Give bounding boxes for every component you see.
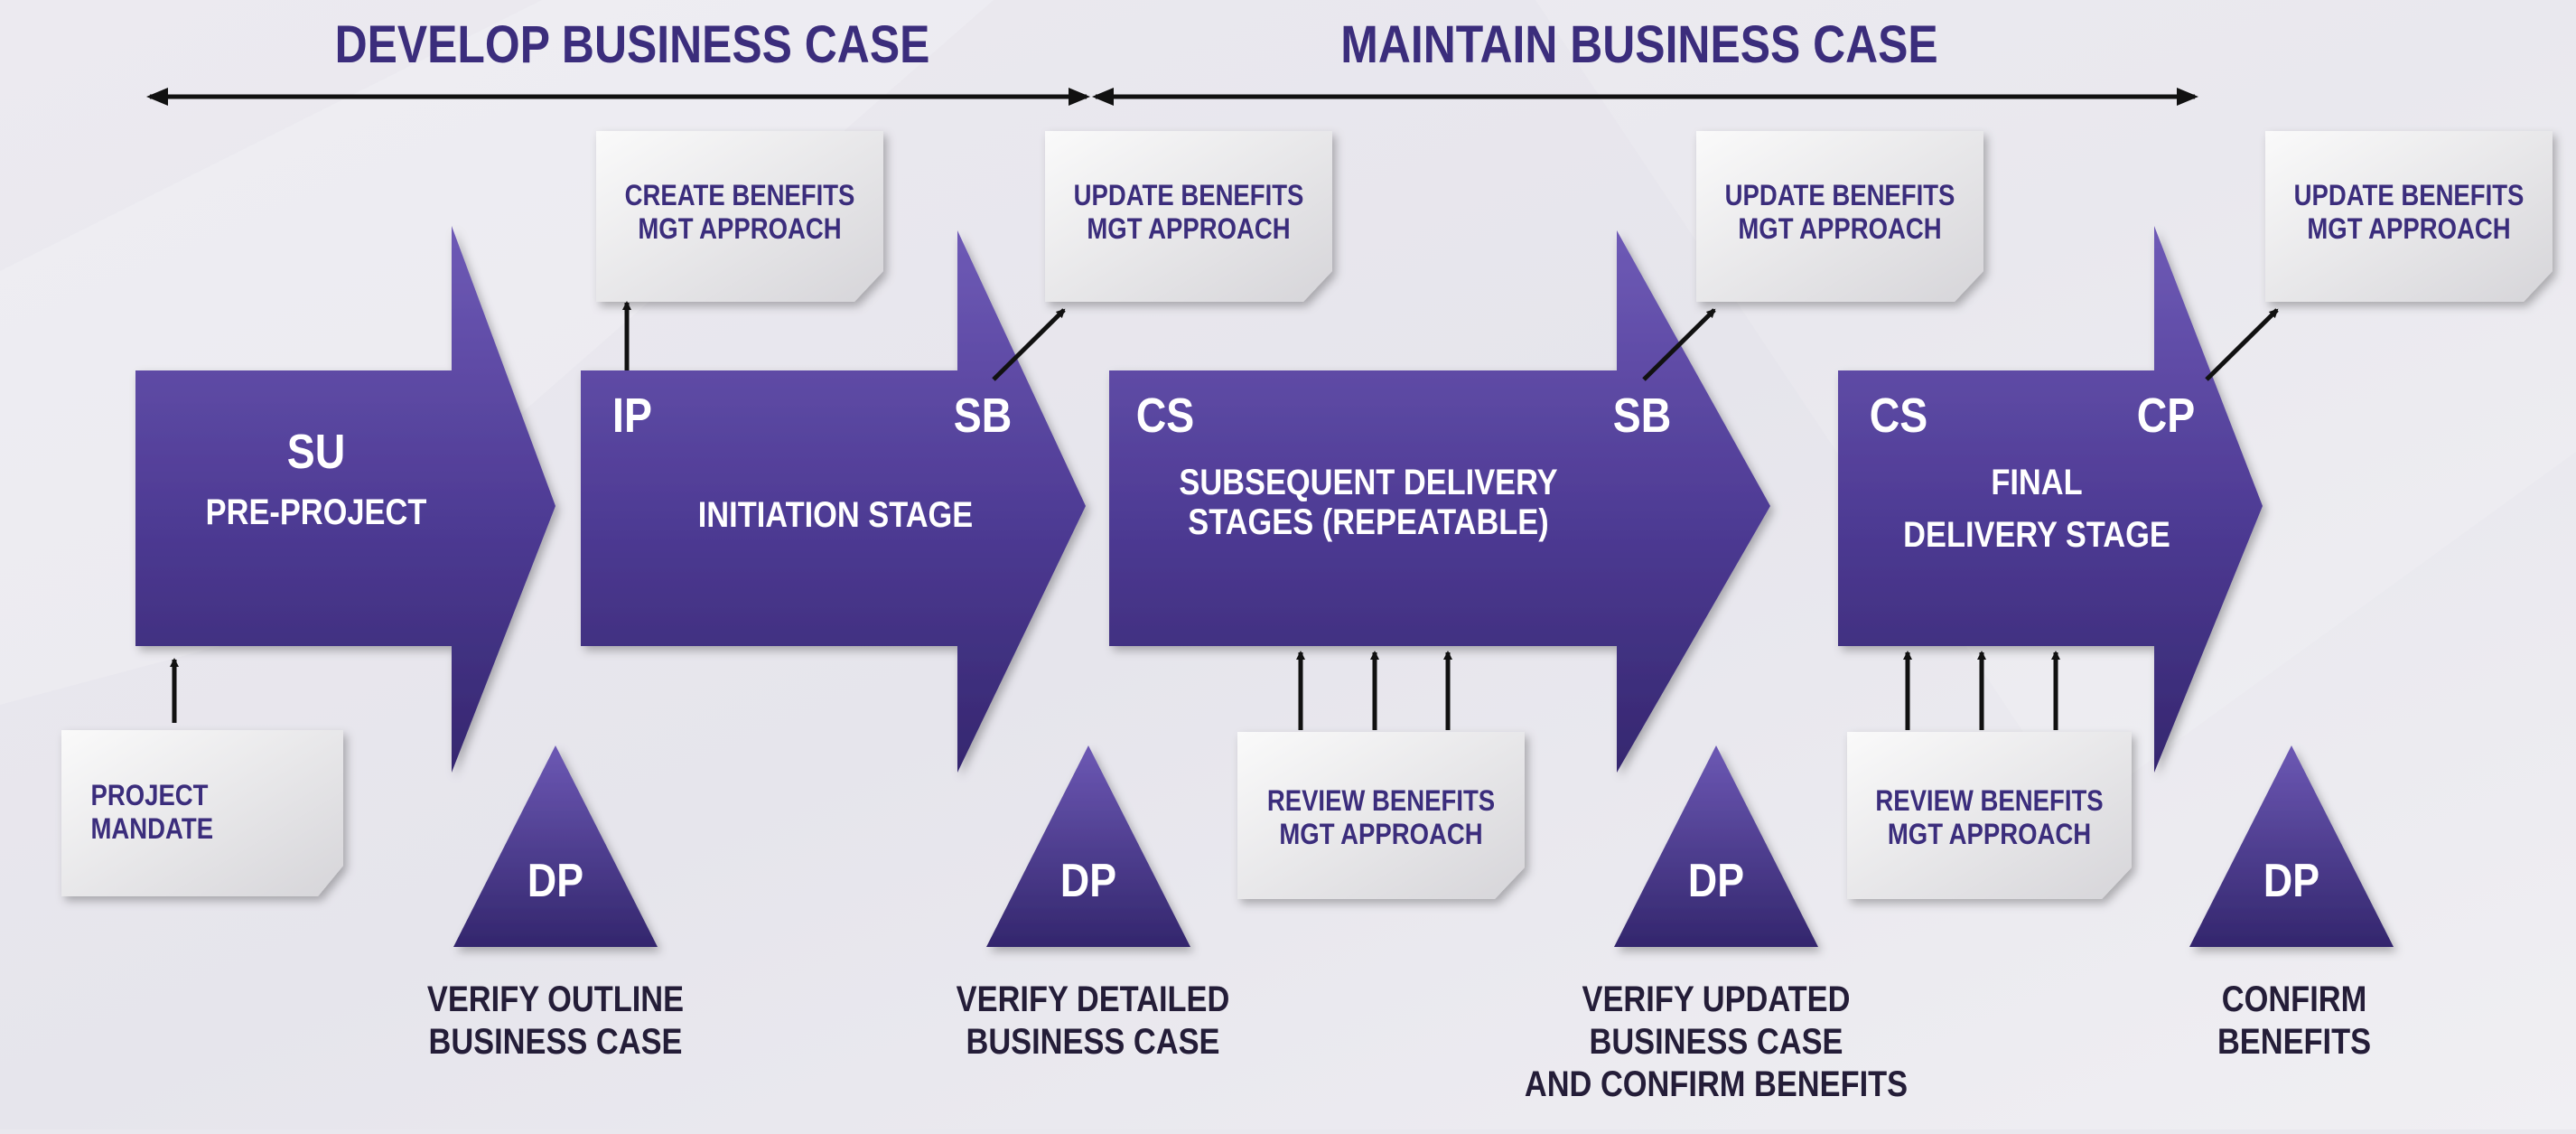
note-review-benefits-1 (1237, 732, 1525, 899)
stage-arrow-initiation (581, 230, 1086, 773)
dp-triangle-4 (2189, 745, 2394, 947)
sb-to-update-arrow-2 (1642, 308, 1716, 381)
stage-arrow-final-delivery (1838, 226, 2263, 773)
stage-name-initiation: INITIATION STAGE (697, 495, 974, 535)
connector-arrows (170, 301, 2279, 730)
dp-label-3: DP (1687, 855, 1745, 907)
dp-triangle-1 (453, 745, 658, 947)
note-create-benefits-text: CREATE BENEFITS MGT APPROACH (624, 179, 855, 245)
develop-business-case-heading: DEVELOP BUSINESS CASE (334, 15, 930, 74)
develop-span-arrowhead-right (1069, 88, 1090, 106)
note-update-benefits-3-text: UPDATE BENEFITS MGT APPROACH (2293, 179, 2525, 245)
dp-triangle-2 (986, 745, 1190, 947)
stage-code-cp: CP (2136, 389, 2196, 443)
stage-arrow-pre-project (135, 226, 555, 773)
note-update-benefits-1-text: UPDATE BENEFITS MGT APPROACH (1073, 179, 1304, 245)
dp-triangle-3 (1614, 745, 1818, 947)
phase-span-arrows (146, 88, 2198, 106)
dp-label-1: DP (527, 855, 584, 907)
note-review-benefits-2-text: REVIEW BENEFITS MGT APPROACH (1875, 784, 2104, 850)
note-project-mandate-text: PROJECT MANDATE (90, 779, 214, 845)
maintain-business-case-heading: MAINTAIN BUSINESS CASE (1340, 15, 1938, 74)
stage-code-su: SU (286, 425, 346, 479)
stage-arrow-subsequent-delivery (1109, 230, 1770, 773)
stage-name-pre-project: PRE-PROJECT (205, 492, 427, 532)
stage-code-ip: IP (612, 389, 652, 443)
develop-span-arrowhead-left (146, 88, 168, 106)
dp-caption-verify-updated: VERIFY UPDATED BUSINESS CASE AND CONFIRM… (1524, 979, 1909, 1104)
stage-code-cs: CS (1869, 389, 1928, 443)
stage-code-sb: SB (953, 389, 1013, 443)
note-review-benefits-1-text: REVIEW BENEFITS MGT APPROACH (1266, 784, 1496, 850)
note-project-mandate (61, 730, 343, 896)
dp-caption-confirm-benefits: CONFIRM BENEFITS (2217, 979, 2372, 1062)
note-update-benefits-1 (1045, 131, 1332, 302)
dp-caption-verify-outline: VERIFY OUTLINE BUSINESS CASE (426, 979, 685, 1062)
note-update-benefits-2 (1696, 131, 1983, 302)
stage-name-subsequent-delivery: SUBSEQUENT DELIVERY STAGES (REPEATABLE) (1179, 463, 1558, 542)
note-create-benefits (596, 131, 883, 302)
stage-code-sb: SB (1612, 389, 1672, 443)
cp-to-update-arrow-3 (2205, 308, 2279, 381)
sb-to-update-arrow-1 (992, 308, 1066, 381)
dp-label-2: DP (1059, 855, 1117, 907)
stage-name-final-delivery: FINAL DELIVERY STAGE (1903, 463, 2170, 555)
note-update-benefits-3 (2265, 131, 2553, 302)
dp-caption-verify-detailed: VERIFY DETAILED BUSINESS CASE (956, 979, 1230, 1062)
note-review-benefits-2 (1847, 732, 2132, 899)
dp-label-4: DP (2263, 855, 2320, 907)
maintain-span-arrowhead-right (2177, 88, 2198, 106)
stage-code-cs: CS (1135, 389, 1195, 443)
maintain-span-arrowhead-left (1092, 88, 1114, 106)
note-update-benefits-2-text: UPDATE BENEFITS MGT APPROACH (1724, 179, 1955, 245)
